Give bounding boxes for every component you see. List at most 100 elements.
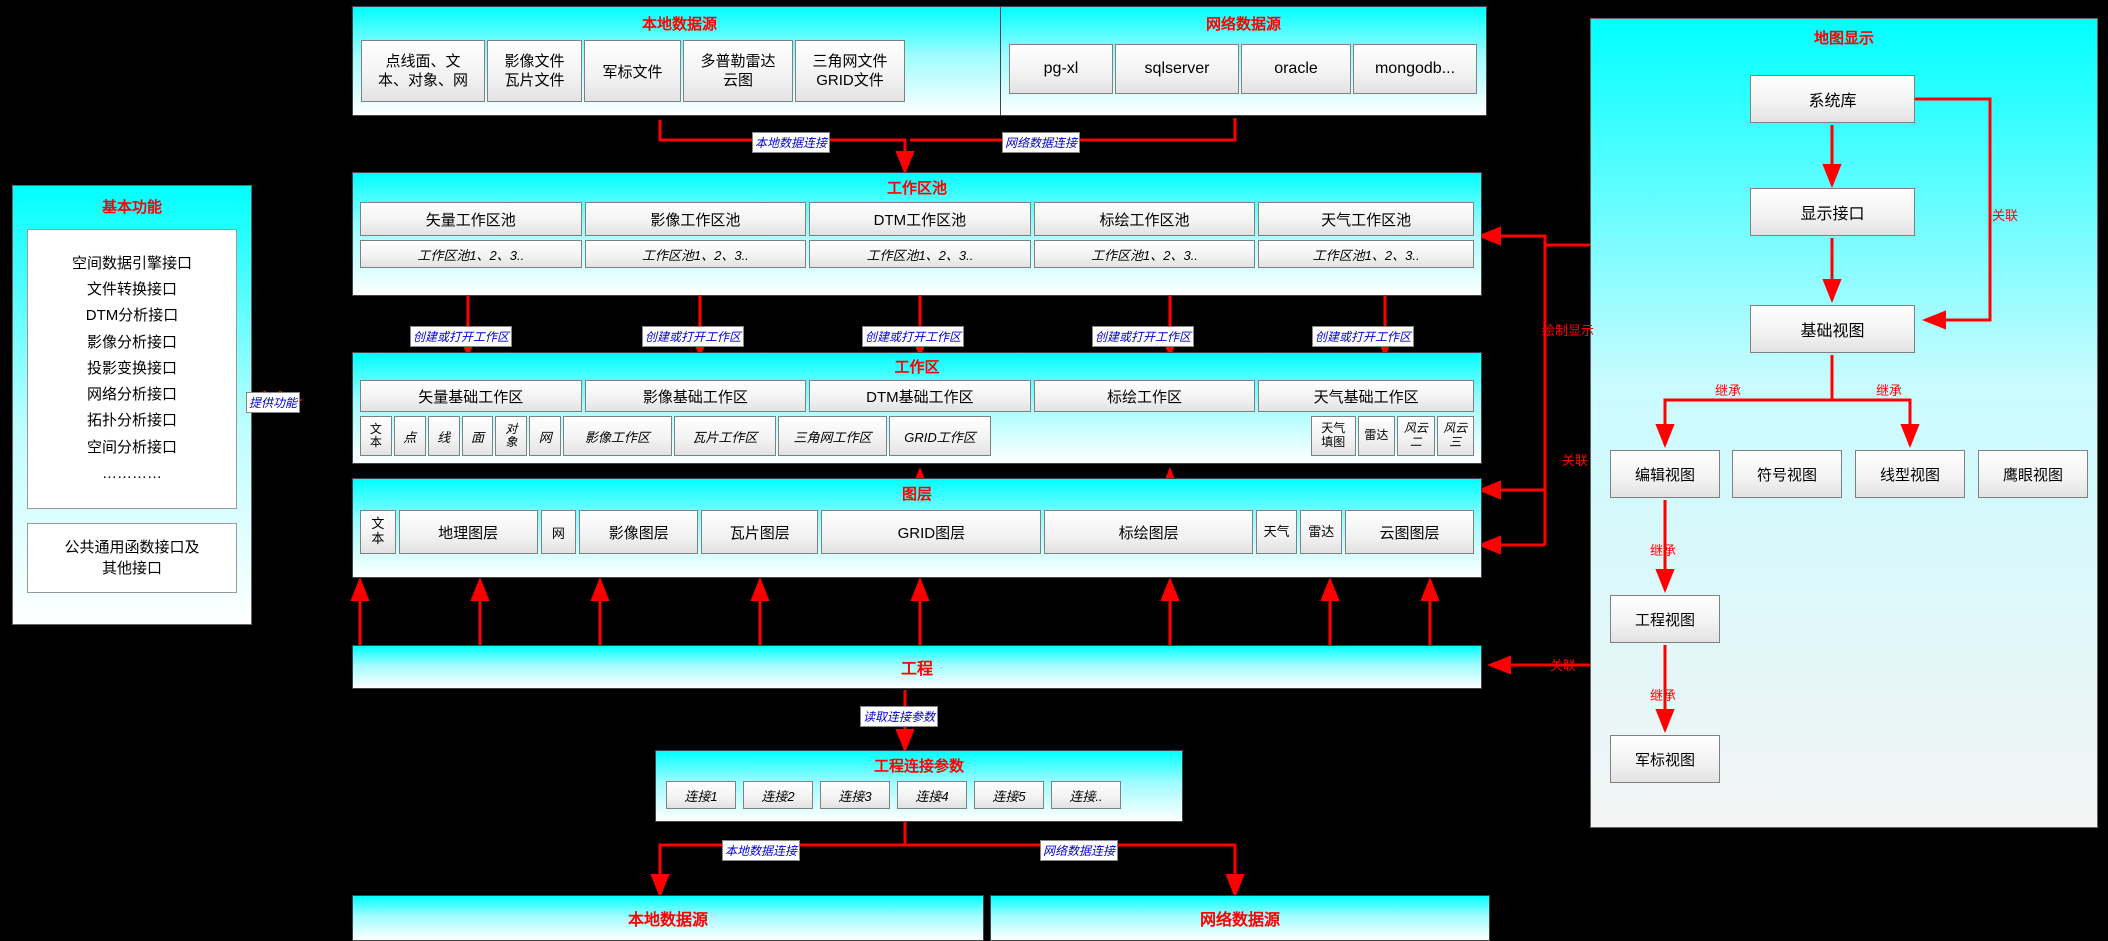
pool-sub[interactable]: 工作区池1、2、3.. bbox=[1033, 240, 1256, 268]
draw-display-label: 绘制显示 bbox=[1542, 323, 1595, 338]
top-local-link-label: 本地数据连接 bbox=[752, 132, 831, 153]
project-view-node[interactable]: 工程视图 bbox=[1610, 595, 1720, 643]
wz-small[interactable]: 三角网工作区 bbox=[778, 416, 887, 456]
provide-function-label: 提供功能 bbox=[246, 392, 301, 413]
create-open-label: 创建或打开工作区 bbox=[862, 326, 965, 347]
layer-item[interactable]: 天气 bbox=[1255, 510, 1298, 554]
layers-title: 图层 bbox=[901, 486, 932, 503]
create-open-label: 创建或打开工作区 bbox=[1312, 326, 1415, 347]
wz-small[interactable]: 线 bbox=[427, 416, 460, 456]
base-view-node[interactable]: 基础视图 bbox=[1750, 305, 1915, 353]
military-view-node[interactable]: 军标视图 bbox=[1610, 735, 1720, 783]
project-conn-panel: 工程连接参数 连接1 连接2 连接3 连接4 连接5 连接.. bbox=[655, 750, 1183, 822]
wz-small[interactable]: GRID工作区 bbox=[888, 416, 992, 456]
workzone-col[interactable]: DTM基础工作区 bbox=[809, 380, 1031, 412]
layer-item[interactable]: 文本 bbox=[360, 510, 396, 554]
wz-small[interactable]: 风云三 bbox=[1436, 416, 1475, 456]
project-panel: 工程 bbox=[352, 645, 1482, 689]
layer-item[interactable]: 地理图层 bbox=[398, 510, 538, 554]
layer-item[interactable]: 标绘图层 bbox=[1044, 510, 1253, 554]
bf-item: 网络分析接口 bbox=[86, 386, 177, 404]
bf-item: ………… bbox=[102, 464, 162, 482]
workzone-title: 工作区 bbox=[894, 359, 940, 376]
layer-item[interactable]: 网 bbox=[540, 510, 577, 554]
bf-item: 空间数据引擎接口 bbox=[71, 254, 192, 272]
create-open-label: 创建或打开工作区 bbox=[410, 326, 513, 347]
workzone-pool-panel: 工作区池 矢量工作区池 影像工作区池 DTM工作区池 标绘工作区池 天气工作区池… bbox=[352, 172, 1482, 296]
conn-item[interactable]: 连接3 bbox=[820, 781, 890, 809]
bf-item: 影像分析接口 bbox=[86, 333, 177, 351]
local-source-item[interactable]: 影像文件瓦片文件 bbox=[487, 40, 582, 102]
bottom-net-link-label: 网络数据连接 bbox=[1040, 840, 1119, 861]
wz-small[interactable]: 面 bbox=[461, 416, 494, 456]
workzone-pool-title: 工作区池 bbox=[886, 180, 947, 197]
assoc-label-1: 关联 bbox=[1992, 208, 2019, 223]
basic-function-panel: 基本功能 空间数据引擎接口 文件转换接口 DTM分析接口 影像分析接口 投影变换… bbox=[12, 185, 252, 625]
layer-item[interactable]: 瓦片图层 bbox=[701, 510, 819, 554]
workzone-panel: 工作区 矢量基础工作区 影像基础工作区 DTM基础工作区 标绘工作区 天气基础工… bbox=[352, 352, 1482, 464]
local-data-source-top: 本地数据源 点线面、文本、对象、网 影像文件瓦片文件 军标文件 多普勒雷达云图 … bbox=[352, 6, 1007, 116]
conn-item[interactable]: 连接2 bbox=[743, 781, 813, 809]
display-interface-node[interactable]: 显示接口 bbox=[1750, 188, 1915, 236]
wz-small[interactable]: 雷达 bbox=[1357, 416, 1396, 456]
top-net-link-label: 网络数据连接 bbox=[1002, 132, 1081, 153]
pool-sub[interactable]: 工作区池1、2、3.. bbox=[809, 240, 1031, 268]
wz-small[interactable]: 文本 bbox=[360, 416, 392, 456]
conn-item[interactable]: 连接5 bbox=[974, 781, 1044, 809]
pool-sub[interactable]: 工作区池1、2、3.. bbox=[584, 240, 807, 268]
bf-item: 空间分析接口 bbox=[86, 438, 177, 456]
map-display-title: 地图显示 bbox=[1813, 30, 1874, 47]
workzone-col[interactable]: 天气基础工作区 bbox=[1258, 380, 1474, 412]
local-source-item[interactable]: 点线面、文本、对象、网 bbox=[361, 40, 485, 102]
map-display-panel: 地图显示 bbox=[1590, 18, 2098, 828]
bottom-local-link-label: 本地数据连接 bbox=[722, 840, 801, 861]
network-data-source-title: 网络数据源 bbox=[1205, 16, 1281, 33]
local-source-item[interactable]: 多普勒雷达云图 bbox=[683, 40, 793, 102]
eagle-view-node[interactable]: 鹰眼视图 bbox=[1978, 450, 2088, 498]
assoc-label-3: 关联 bbox=[1550, 658, 1577, 673]
pool-col[interactable]: 标绘工作区池 bbox=[1033, 202, 1256, 236]
pool-col[interactable]: 影像工作区池 bbox=[584, 202, 807, 236]
workzone-col[interactable]: 标绘工作区 bbox=[1033, 380, 1256, 412]
workzone-col[interactable]: 影像基础工作区 bbox=[584, 380, 807, 412]
edit-view-node[interactable]: 编辑视图 bbox=[1610, 450, 1720, 498]
inherit-label-2: 继承 bbox=[1876, 383, 1903, 398]
wz-small[interactable]: 瓦片工作区 bbox=[673, 416, 777, 456]
wz-small[interactable]: 对象 bbox=[495, 416, 528, 456]
pool-sub[interactable]: 工作区池1、2、3.. bbox=[1258, 240, 1474, 268]
line-view-node[interactable]: 线型视图 bbox=[1855, 450, 1965, 498]
net-source-item[interactable]: oracle bbox=[1241, 44, 1351, 94]
wz-small[interactable]: 网 bbox=[529, 416, 562, 456]
bf-item: 投影变换接口 bbox=[86, 359, 177, 377]
inherit-label-4: 继承 bbox=[1650, 688, 1677, 703]
conn-item[interactable]: 连接.. bbox=[1051, 781, 1121, 809]
local-data-source-bottom-title: 本地数据源 bbox=[627, 912, 708, 929]
pool-col[interactable]: 天气工作区池 bbox=[1258, 202, 1474, 236]
layer-item[interactable]: 影像图层 bbox=[579, 510, 699, 554]
project-conn-title: 工程连接参数 bbox=[873, 758, 964, 775]
symbol-view-node[interactable]: 符号视图 bbox=[1732, 450, 1842, 498]
layer-item[interactable]: GRID图层 bbox=[821, 510, 1042, 554]
inherit-label-1: 继承 bbox=[1715, 383, 1742, 398]
local-source-item[interactable]: 军标文件 bbox=[584, 40, 681, 102]
pool-col[interactable]: 矢量工作区池 bbox=[360, 202, 582, 236]
wz-small[interactable]: 风云二 bbox=[1397, 416, 1435, 456]
net-source-item[interactable]: pg-xl bbox=[1009, 44, 1113, 94]
pool-col[interactable]: DTM工作区池 bbox=[809, 202, 1031, 236]
net-source-item[interactable]: sqlserver bbox=[1115, 44, 1239, 94]
layers-panel: 图层 文本 地理图层 网 影像图层 瓦片图层 GRID图层 标绘图层 天气 雷达… bbox=[352, 478, 1482, 578]
conn-item[interactable]: 连接1 bbox=[666, 781, 736, 809]
net-source-item[interactable]: mongodb... bbox=[1353, 44, 1477, 94]
wz-small[interactable]: 天气填图 bbox=[1310, 416, 1356, 456]
workzone-col[interactable]: 矢量基础工作区 bbox=[360, 380, 582, 412]
wz-small[interactable]: 影像工作区 bbox=[563, 416, 672, 456]
pool-sub[interactable]: 工作区池1、2、3.. bbox=[360, 240, 582, 268]
create-open-label: 创建或打开工作区 bbox=[642, 326, 745, 347]
conn-item[interactable]: 连接4 bbox=[897, 781, 967, 809]
wz-small[interactable]: 点 bbox=[393, 416, 426, 456]
network-data-source-bottom: 网络数据源 bbox=[990, 895, 1490, 941]
layer-item[interactable]: 雷达 bbox=[1300, 510, 1343, 554]
layer-item[interactable]: 云图图层 bbox=[1345, 510, 1475, 554]
system-lib-node[interactable]: 系统库 bbox=[1750, 75, 1915, 123]
